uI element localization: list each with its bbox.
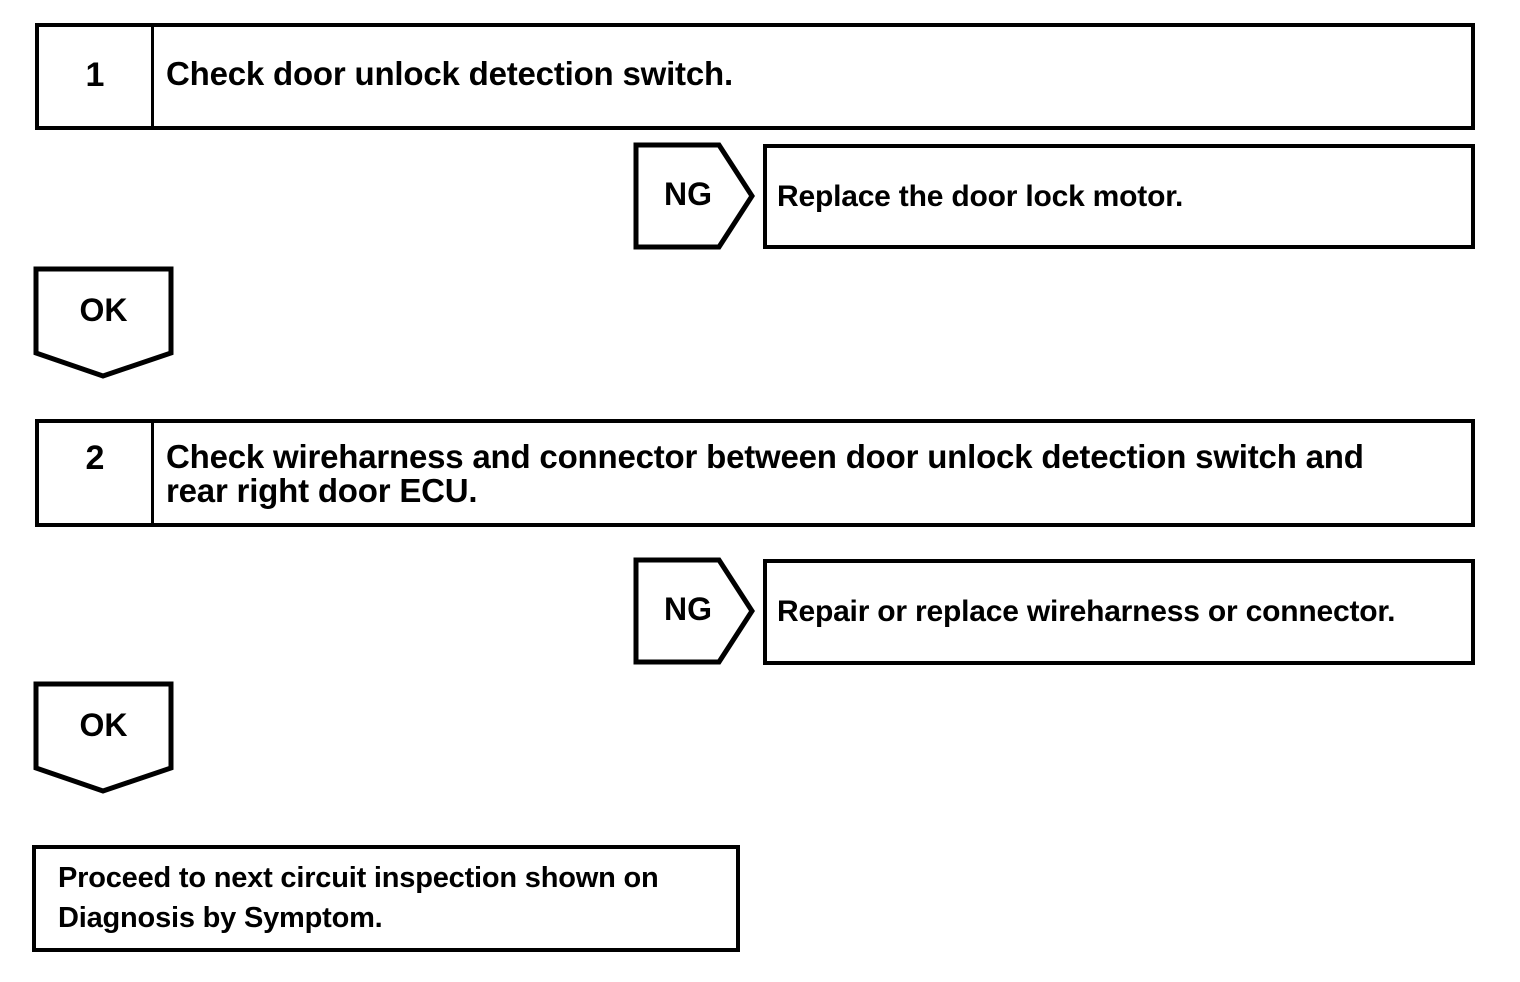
- step-2-box: 2 Check wireharness and connector betwee…: [35, 419, 1475, 527]
- step-2-ng-action-text: Repair or replace wireharness or connect…: [777, 595, 1396, 628]
- step-1-ok-connector: OK: [33, 266, 174, 379]
- step-2-number: 2: [85, 439, 105, 477]
- step-1-box: 1 Check door unlock detection switch.: [35, 23, 1475, 130]
- step-1-ng-connector: NG: [633, 142, 755, 250]
- step-1-instruction-cell: Check door unlock detection switch.: [154, 27, 1471, 126]
- ok-pentagon-icon: [33, 681, 174, 794]
- step-1-number-cell: 1: [39, 27, 154, 126]
- step-2-ok-connector: OK: [33, 681, 174, 794]
- step-1-ng-action-box: Replace the door lock motor.: [763, 144, 1475, 249]
- step-2-instruction-line-2: rear right door ECU.: [166, 472, 478, 509]
- step-2-instruction-cell: Check wireharness and connector between …: [154, 423, 1471, 523]
- final-action-line-2: Diagnosis by Symptom.: [58, 902, 383, 934]
- step-2-ng-label: NG: [664, 590, 712, 627]
- step-2-ng-connector: NG: [633, 557, 755, 665]
- step-1-ng-action-text: Replace the door lock motor.: [777, 179, 1184, 213]
- step-2-instruction-line-1: Check wireharness and connector between …: [166, 438, 1364, 475]
- step-2-number-cell: 2: [39, 423, 154, 523]
- final-action-line-1: Proceed to next circuit inspection shown…: [58, 862, 659, 894]
- step-1-number: 1: [85, 56, 105, 94]
- step-1-instruction-line-1: Check door unlock detection switch.: [166, 55, 733, 92]
- step-2-ok-label: OK: [79, 706, 128, 743]
- final-action-box: Proceed to next circuit inspection shown…: [32, 845, 740, 952]
- ng-pentagon-icon: [633, 557, 755, 665]
- ok-pentagon-icon: [33, 266, 174, 379]
- step-1-ng-label: NG: [664, 175, 712, 212]
- step-2-ng-action-box: Repair or replace wireharness or connect…: [763, 559, 1475, 665]
- ng-pentagon-icon: [633, 142, 755, 250]
- step-1-ok-label: OK: [79, 291, 128, 328]
